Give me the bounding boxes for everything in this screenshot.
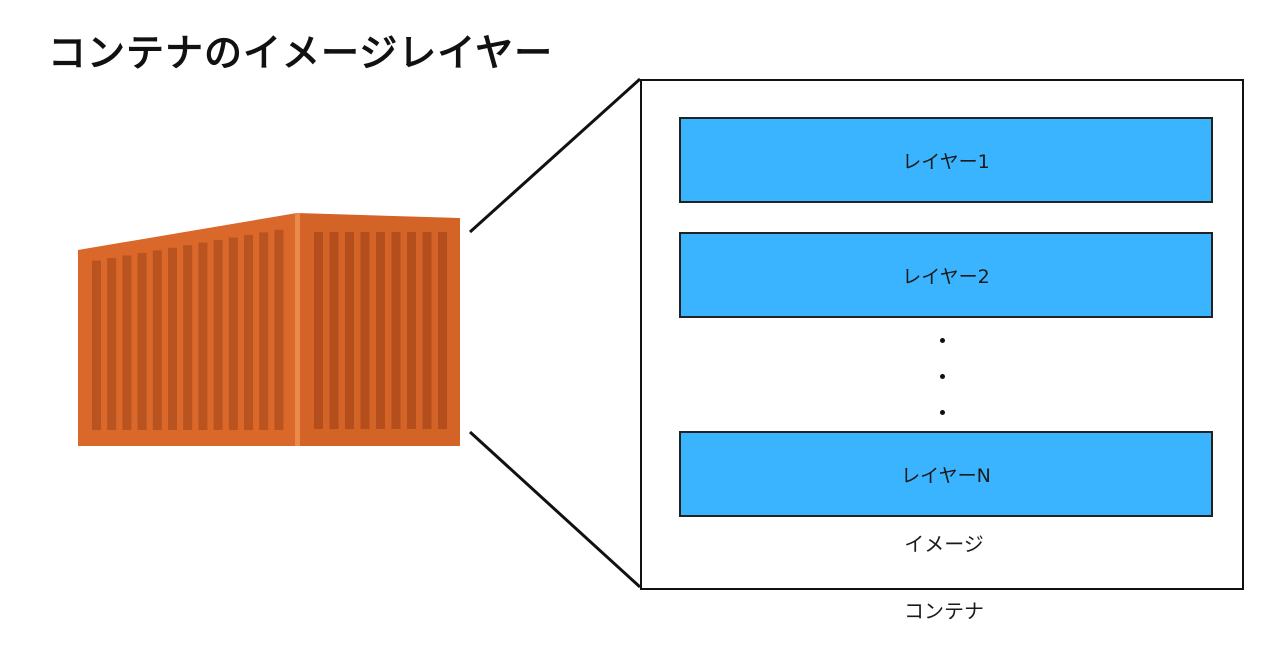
container-rib	[228, 237, 238, 430]
container-rib	[422, 232, 432, 429]
container-rib	[137, 252, 147, 430]
image-caption: イメージ	[904, 532, 984, 556]
zoom-line-top	[468, 77, 642, 234]
container-rib	[168, 247, 177, 430]
zoom-line-bottom	[468, 430, 642, 589]
container-rib	[345, 232, 354, 429]
container-corner-post	[295, 213, 300, 446]
container-rib	[407, 232, 416, 429]
container-rib	[329, 232, 339, 429]
shipping-container-icon	[78, 213, 460, 446]
ellipsis-dot	[940, 374, 945, 379]
page-title: コンテナのイメージレイヤー	[48, 31, 554, 75]
container-rib	[391, 232, 401, 429]
container-rib	[376, 232, 385, 429]
container-end-ribs	[314, 232, 447, 429]
layer-label-1: レイヤー1	[902, 150, 990, 173]
container-caption: コンテナ	[904, 599, 984, 623]
container-side-ribs	[92, 229, 284, 430]
container-rib	[152, 250, 162, 430]
layer-box-1: レイヤー1	[679, 117, 1213, 203]
container-rib	[183, 245, 193, 430]
container-rib	[314, 232, 323, 429]
container-rib	[198, 242, 208, 430]
container-rib	[259, 232, 269, 430]
layer-label-n: レイヤーN	[901, 464, 991, 487]
ellipsis-dot	[940, 338, 945, 343]
layer-box-2: レイヤー2	[679, 232, 1213, 318]
container-rib	[274, 229, 284, 430]
container-rib	[244, 234, 253, 430]
container-rib	[122, 255, 132, 430]
container-rib	[213, 240, 223, 430]
container-rib	[92, 260, 101, 430]
container-rib	[107, 258, 117, 430]
container-box	[640, 79, 1244, 590]
layer-box-n: レイヤーN	[679, 431, 1213, 517]
ellipsis-dot	[940, 410, 945, 415]
layer-label-2: レイヤー2	[902, 265, 990, 288]
container-rib	[438, 232, 447, 429]
container-rib	[360, 232, 370, 429]
